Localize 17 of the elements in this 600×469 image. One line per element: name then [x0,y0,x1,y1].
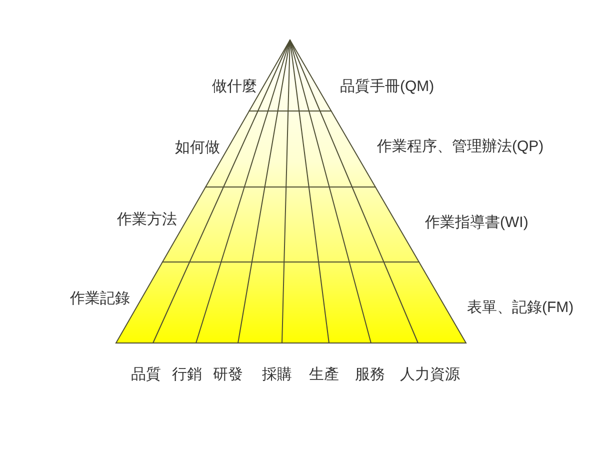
document-label: 表單、記錄(FM) [467,298,574,318]
level-label: 做什麼 [212,77,257,97]
department-label: 研發 [213,365,243,385]
department-label: 生產 [309,365,339,385]
level-label: 作業記錄 [70,289,130,309]
department-label: 行銷 [172,365,202,385]
level-label: 如何做 [175,138,220,158]
department-label: 採購 [262,365,292,385]
department-label: 服務 [355,365,385,385]
level-label: 作業方法 [117,210,177,230]
document-label: 品質手冊(QM) [340,77,434,97]
department-label: 人力資源 [400,365,460,385]
pyramid-tier [162,186,420,262]
document-label: 作業程序、管理辦法(QP) [377,137,544,157]
pyramid-tier [115,262,467,344]
document-label: 作業指導書(WI) [425,213,528,233]
department-label: 品質 [131,365,161,385]
